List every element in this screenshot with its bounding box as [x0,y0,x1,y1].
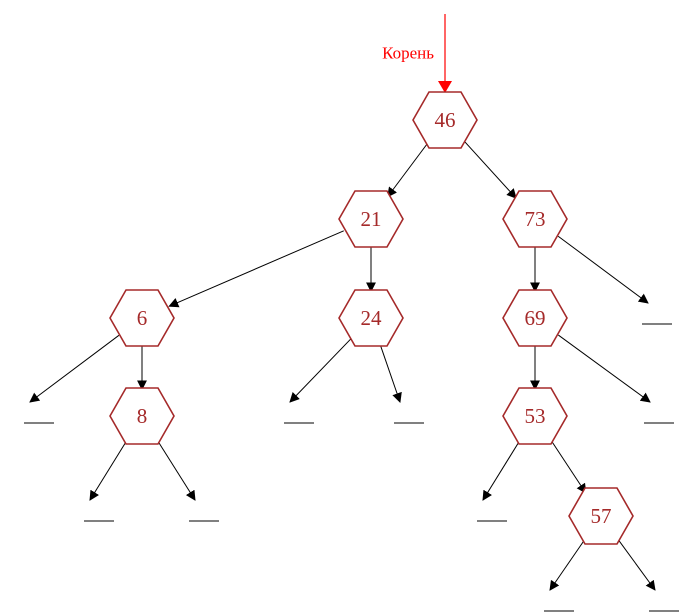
edge-73-null [557,235,649,304]
tree-edges [29,140,656,591]
tree-node-57: 57 [568,487,634,545]
node-value: 6 [137,306,148,330]
hexagon-node-shape [109,387,175,445]
edge-6-null [29,334,120,403]
hexagon-node-shape [502,190,568,248]
edge-8-null [156,439,196,501]
edge-24-null [289,337,352,403]
tree-node-6: 6 [109,289,175,347]
tree-node-8: 8 [109,387,175,445]
tree-node-21: 21 [338,190,404,248]
node-value: 57 [591,504,612,528]
hexagon-node-shape [568,487,634,545]
edge-69-null [558,334,651,403]
edge-21-6 [168,230,344,308]
node-value: 53 [525,404,546,428]
root-pointer: Корень [382,14,452,93]
tree-nodes: 46 21 73 6 24 69 8 53 57 [109,91,634,545]
hexagon-node-shape [502,289,568,347]
hexagon-node-shape [109,289,175,347]
tree-node-73: 73 [502,190,568,248]
null-leaf-markers [24,323,679,612]
node-value: 73 [525,207,546,231]
tree-node-24: 24 [338,289,404,347]
edge-53-null [482,439,521,501]
hexagon-node-shape [338,190,404,248]
tree-node-53: 53 [502,387,568,445]
node-value: 21 [361,207,382,231]
hexagon-node-shape [412,91,478,149]
tree-node-46: 46 [412,91,478,149]
edge-53-57 [549,438,587,494]
edge-8-null [89,439,128,501]
node-value: 24 [361,306,383,330]
root-label: Корень [382,44,434,63]
edge-57-null [549,538,586,591]
tree-node-69: 69 [502,289,568,347]
hexagon-node-shape [502,387,568,445]
edge-46-73 [463,140,517,199]
hexagon-node-shape [338,289,404,347]
node-value: 69 [525,306,546,330]
edge-24-null [379,343,402,403]
node-value: 8 [137,404,148,428]
node-value: 46 [435,108,456,132]
edge-46-21 [387,141,429,198]
edge-57-null [616,538,656,591]
